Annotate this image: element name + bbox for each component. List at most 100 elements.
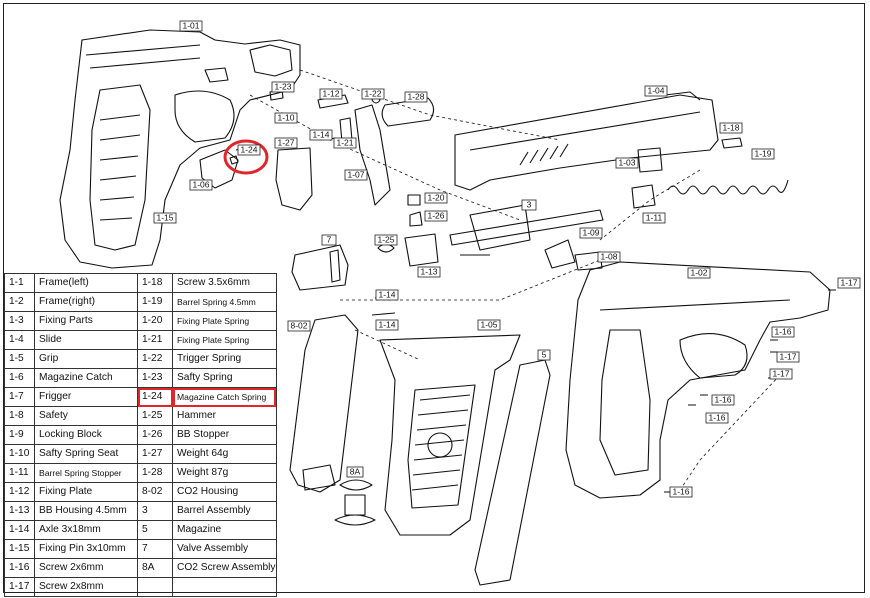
part-name-cell: Magazine xyxy=(172,520,277,540)
label-1-04: 1-04 xyxy=(644,85,668,97)
part-name-cell: Fixing Parts xyxy=(34,311,138,331)
part-number-cell: 8A xyxy=(137,558,173,578)
part-number-cell: 1-20 xyxy=(137,311,173,331)
part-name-cell: Valve Assembly xyxy=(172,539,277,559)
part-number-cell: 1-15 xyxy=(4,539,35,559)
label-1-03: 1-03 xyxy=(615,157,639,169)
part-name-cell: Safty Spring xyxy=(172,368,277,388)
label-1-27: 1-27 xyxy=(274,137,298,149)
grip-part xyxy=(379,334,521,536)
co2-housing-part xyxy=(289,314,359,493)
svg-text:1-13: 1-13 xyxy=(420,266,437,276)
svg-text:1-25: 1-25 xyxy=(377,234,394,244)
slide-part xyxy=(454,91,719,191)
part-name-cell: Axle 3x18mm xyxy=(34,520,138,540)
svg-text:1-07: 1-07 xyxy=(347,169,364,179)
small-parts-cluster xyxy=(269,89,423,227)
svg-text:1-11: 1-11 xyxy=(646,212,663,222)
label-1-16-b: 1-16 xyxy=(711,394,735,406)
part-name-cell: Locking Block xyxy=(34,425,138,445)
recoil-spring-part xyxy=(667,179,789,195)
frame-right-part xyxy=(565,261,831,499)
svg-text:1-22: 1-22 xyxy=(364,88,381,98)
part-number-cell: 1-12 xyxy=(4,482,35,502)
valve-assembly-part xyxy=(291,244,349,291)
svg-text:1-19: 1-19 xyxy=(754,148,771,158)
svg-text:1-14: 1-14 xyxy=(378,319,395,329)
part-name-cell: Screw 3.5x6mm xyxy=(172,273,277,293)
weight-87g-part xyxy=(381,97,435,127)
label-1-14-mid: 1-14 xyxy=(375,289,399,301)
svg-text:1-15: 1-15 xyxy=(156,212,173,222)
highlight-ring-1-24 xyxy=(223,139,269,175)
label-1-07: 1-07 xyxy=(344,169,368,181)
frame-left-part xyxy=(59,29,301,269)
label-1-14-top: 1-14 xyxy=(309,129,333,141)
part-name-cell: Grip xyxy=(34,349,138,369)
svg-text:1-17: 1-17 xyxy=(779,351,796,361)
label-1-24: 1-24 xyxy=(237,144,261,156)
svg-text:1-08: 1-08 xyxy=(600,251,617,261)
part-name-cell: Weight 87g xyxy=(172,463,277,483)
part-number-cell: 1-19 xyxy=(137,292,173,312)
label-1-16-d: 1-16 xyxy=(669,486,693,498)
svg-text:1-03: 1-03 xyxy=(618,157,635,167)
part-name-cell: CO2 Screw Assembly xyxy=(172,558,277,578)
part-name-cell: BB Stopper xyxy=(172,425,277,445)
svg-text:1-09: 1-09 xyxy=(582,227,599,237)
label-3: 3 xyxy=(521,199,537,211)
label-1-10: 1-10 xyxy=(274,112,298,124)
highlighted-part-name-cell: Magazine Catch Spring xyxy=(172,387,277,407)
part-name-cell: Frame(left) xyxy=(34,273,138,293)
part-name-cell: Hammer xyxy=(172,406,277,426)
label-1-16-c: 1-16 xyxy=(705,412,729,424)
svg-text:1-16: 1-16 xyxy=(774,326,791,336)
label-1-23: 1-23 xyxy=(271,81,295,93)
part-number-cell: 1-25 xyxy=(137,406,173,426)
label-1-28: 1-28 xyxy=(404,91,428,103)
svg-text:1-16: 1-16 xyxy=(708,412,725,422)
svg-text:1-26: 1-26 xyxy=(427,210,444,220)
part-number-cell: 1-28 xyxy=(137,463,173,483)
label-1-12: 1-12 xyxy=(319,88,343,100)
part-name-cell: Frame(right) xyxy=(34,292,138,312)
svg-text:1-17: 1-17 xyxy=(840,277,857,287)
weight-64g-part xyxy=(275,147,313,211)
part-number-cell: 1-26 xyxy=(137,425,173,445)
label-8A: 8A xyxy=(346,466,364,478)
label-1-17-mid: 1-17 xyxy=(776,351,800,363)
part-number-cell: 8-02 xyxy=(137,482,173,502)
label-1-22: 1-22 xyxy=(361,88,385,100)
svg-text:1-23: 1-23 xyxy=(274,81,291,91)
svg-text:1-14: 1-14 xyxy=(378,289,395,299)
part-number-cell: 1-14 xyxy=(4,520,35,540)
svg-text:1-14: 1-14 xyxy=(312,129,329,139)
part-name-cell: Screw 2x6mm xyxy=(34,558,138,578)
svg-text:1-12: 1-12 xyxy=(322,88,339,98)
svg-text:1-18: 1-18 xyxy=(722,122,739,132)
svg-text:5: 5 xyxy=(542,349,547,359)
svg-text:8-02: 8-02 xyxy=(290,320,307,330)
part-number-cell: 1-10 xyxy=(4,444,35,464)
svg-text:1-06: 1-06 xyxy=(192,179,209,189)
co2-screw-part xyxy=(334,479,376,526)
slide-stop-part xyxy=(631,137,743,209)
label-1-18: 1-18 xyxy=(719,122,743,134)
label-1-08: 1-08 xyxy=(597,251,621,263)
part-number-cell: 1-8 xyxy=(4,406,35,426)
part-number-cell: 1-7 xyxy=(4,387,35,407)
barrel-assembly-part xyxy=(449,204,604,256)
part-number-cell: 1-1 xyxy=(4,273,35,293)
